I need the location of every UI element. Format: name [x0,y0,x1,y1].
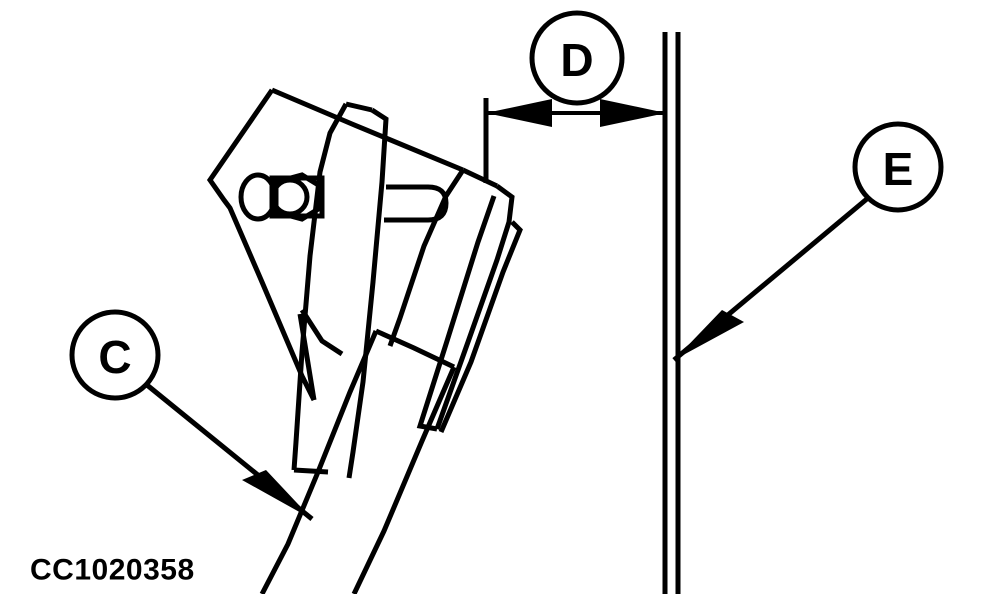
blade-top-edge [374,328,456,370]
callout-d-label: D [560,34,593,86]
hex-head-icon [273,172,323,222]
callout-e-circle [852,121,944,213]
callout-d-circle [529,10,625,106]
callout-c-arrowhead-icon [242,470,312,519]
dimension-arrowhead-right-icon [600,99,666,127]
callout-e-arrowhead-icon [674,310,744,360]
bracket-plate-right-edge [387,168,466,347]
callout-e-leader [672,196,870,362]
side-rail-secondary [438,220,523,433]
lower-blade-arm [259,308,457,594]
dimension-arrowheads [486,99,666,127]
callout-e-label: E [883,143,914,195]
center-bar-top-edge [345,101,373,113]
side-rail-outer [434,183,515,430]
callout-d[interactable]: D [529,10,625,106]
part-code-label: CC1020358 [30,554,195,587]
pin-tab-outline [384,184,449,223]
bracket-plate-top-edge [271,87,464,173]
callout-c-leader [145,383,314,521]
blade-left-edge [259,330,379,594]
callout-c[interactable]: C [69,309,161,401]
center-bar-bottom-foot [293,467,329,475]
callout-c-circle [69,309,161,401]
center-vertical-bar [291,101,389,479]
dimension-arrowhead-left-icon [486,99,552,127]
vertical-post [662,32,681,594]
callout-c-label: C [98,331,131,383]
blade-angle-detail [299,308,344,357]
blade-right-edge [351,366,457,594]
center-bar-right-edge [346,107,389,479]
bracket-plate-top-edge-right [461,167,499,189]
center-bar-left-edge [291,102,349,471]
pin-tab [384,184,449,223]
callout-e[interactable]: E [852,121,944,213]
bolt-assembly [238,172,325,222]
bolt-center-circle-icon [270,177,310,217]
